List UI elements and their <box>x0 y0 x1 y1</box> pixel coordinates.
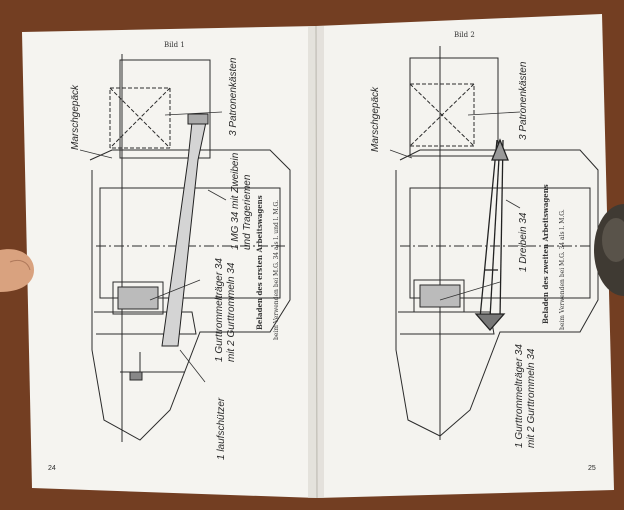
left-mg34-drawing <box>161 113 209 347</box>
left-page-header: Bild 1 <box>164 41 185 49</box>
left-label-gunner: 1 laufschützer <box>216 397 227 460</box>
left-label-belt-line1: 1 Gurttrommelträger 34 <box>214 258 225 362</box>
right-label-belt-line1: 1 Gurttrommelträger 34 <box>514 344 525 448</box>
right-page-number: 25 <box>588 465 596 472</box>
book-weight <box>594 204 624 296</box>
left-label-pack: Marschgepäck <box>70 84 81 150</box>
left-page <box>22 26 317 498</box>
left-label-belt-carrier: 1 Gurttrommelträger 34 mit 2 Gurttrommel… <box>214 255 237 362</box>
right-page <box>316 14 614 498</box>
left-label-mg-line1: 1 MG 34 mit Zweibein <box>230 152 241 250</box>
left-label-ammo-boxes: 3 Patronenkästen <box>228 57 239 136</box>
left-caption-sub: beim Verwenden bei M.G. 34 als l. und l.… <box>273 200 280 340</box>
left-label-mg: 1 MG 34 mit Zweibein und Trageriemen <box>230 150 253 250</box>
right-label-ammo-boxes: 3 Patronenkästen <box>518 61 529 140</box>
right-label-tripod: 1 Dreibein 34 <box>518 212 529 272</box>
right-caption-sub: beim Verwenden bei M.G. 34 als l. M.G. <box>559 209 566 330</box>
right-label-pack: Marschgepäck <box>370 86 381 152</box>
right-page-header: Bild 2 <box>454 31 475 39</box>
right-ammo-boxes <box>409 83 475 147</box>
right-label-belt-carrier: 1 Gurttrommelträger 34 mit 2 Gurttrommel… <box>514 341 537 448</box>
left-vehicle-drawing <box>89 54 291 442</box>
left-label-mg-line2: und Trageriemen <box>242 174 253 250</box>
right-caption-title: Beladen des zweiten Arbeitswagens <box>541 184 550 324</box>
left-label-belt-line2: mit 2 Gurttrommeln 34 <box>226 262 237 362</box>
right-pointer-lines <box>389 111 521 301</box>
left-caption-title: Beladen des ersten Arbeitswagens <box>255 195 264 330</box>
thumb <box>0 249 34 292</box>
left-page-number: 24 <box>48 465 56 472</box>
right-label-belt-line2: mit 2 Gurttrommeln 34 <box>526 348 537 448</box>
left-pointer-lines <box>79 111 227 383</box>
left-ammo-boxes <box>109 87 171 149</box>
right-tripod-drawing <box>474 138 509 331</box>
